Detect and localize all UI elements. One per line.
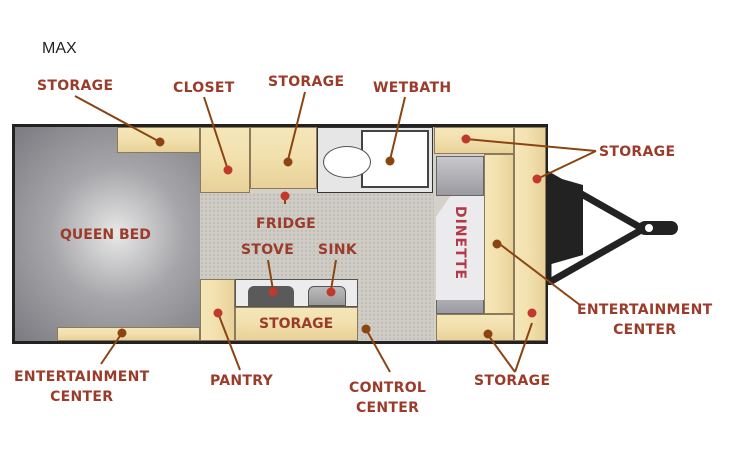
marker-entertainment-left: [117, 328, 127, 338]
label-queen-bed: QUEEN BED: [60, 227, 151, 243]
floorplan-title: MAX: [42, 40, 77, 57]
label-closet: CLOSET: [173, 80, 235, 96]
marker-closet: [223, 165, 233, 175]
label-entertainment-center-right: ENTERTAINMENT CENTER: [577, 300, 712, 340]
marker-storage-top-mid: [283, 157, 293, 167]
marker-wetbath: [385, 156, 395, 166]
label-sink: SINK: [318, 242, 358, 258]
marker-sink: [326, 287, 336, 297]
label-dinette: DINETTE: [452, 206, 468, 281]
marker-storage-top-left: [155, 137, 165, 147]
label-storage-top-left: STORAGE: [37, 78, 114, 94]
marker-storage-bottom-right-1: [527, 308, 537, 318]
label-storage-right: STORAGE: [599, 144, 676, 160]
sink-icon: [308, 286, 346, 306]
storage-cabinet-bottom-right: [436, 314, 514, 341]
label-line-1: ENTERTAINMENT: [14, 369, 150, 385]
label-line-1: CONTROL: [349, 380, 427, 396]
label-line-1: ENTERTAINMENT: [577, 302, 713, 318]
storage-cabinet-counter: [235, 307, 358, 341]
queen-bed-area: [15, 127, 200, 341]
marker-control-center: [361, 324, 371, 334]
label-storage-bottom-right: STORAGE: [474, 373, 551, 389]
entertainment-center-right: [484, 154, 514, 314]
trailer-hitch-icon: [548, 170, 678, 285]
entertainment-center-left: [57, 327, 200, 341]
shower-pan: [361, 130, 429, 188]
label-control-center: CONTROL CENTER: [349, 378, 426, 418]
label-line-2: CENTER: [50, 389, 114, 405]
marker-storage-right-1: [461, 134, 471, 144]
storage-cabinet-top-right: [434, 127, 514, 154]
label-line-2: CENTER: [613, 322, 677, 338]
closet-cabinet: [200, 127, 250, 193]
marker-stove: [268, 287, 278, 297]
dinette-seat-top: [436, 156, 484, 196]
marker-fridge: [280, 191, 290, 201]
label-wetbath: WETBATH: [373, 80, 452, 96]
label-line-2: CENTER: [355, 400, 420, 416]
label-storage-counter: STORAGE: [259, 316, 334, 332]
label-storage-top-mid: STORAGE: [268, 74, 345, 90]
marker-pantry: [213, 308, 223, 318]
label-stove: STOVE: [241, 242, 295, 258]
marker-storage-bottom-right-2: [483, 329, 493, 339]
marker-entertainment-right: [492, 239, 502, 249]
storage-cabinet-top-mid: [250, 127, 317, 189]
toilet-icon: [323, 146, 371, 178]
label-entertainment-center-left: ENTERTAINMENT CENTER: [14, 367, 149, 407]
label-pantry: PANTRY: [210, 373, 274, 389]
dinette-table: [436, 196, 484, 300]
label-fridge: FRIDGE: [256, 216, 317, 232]
marker-storage-right-2: [532, 174, 542, 184]
